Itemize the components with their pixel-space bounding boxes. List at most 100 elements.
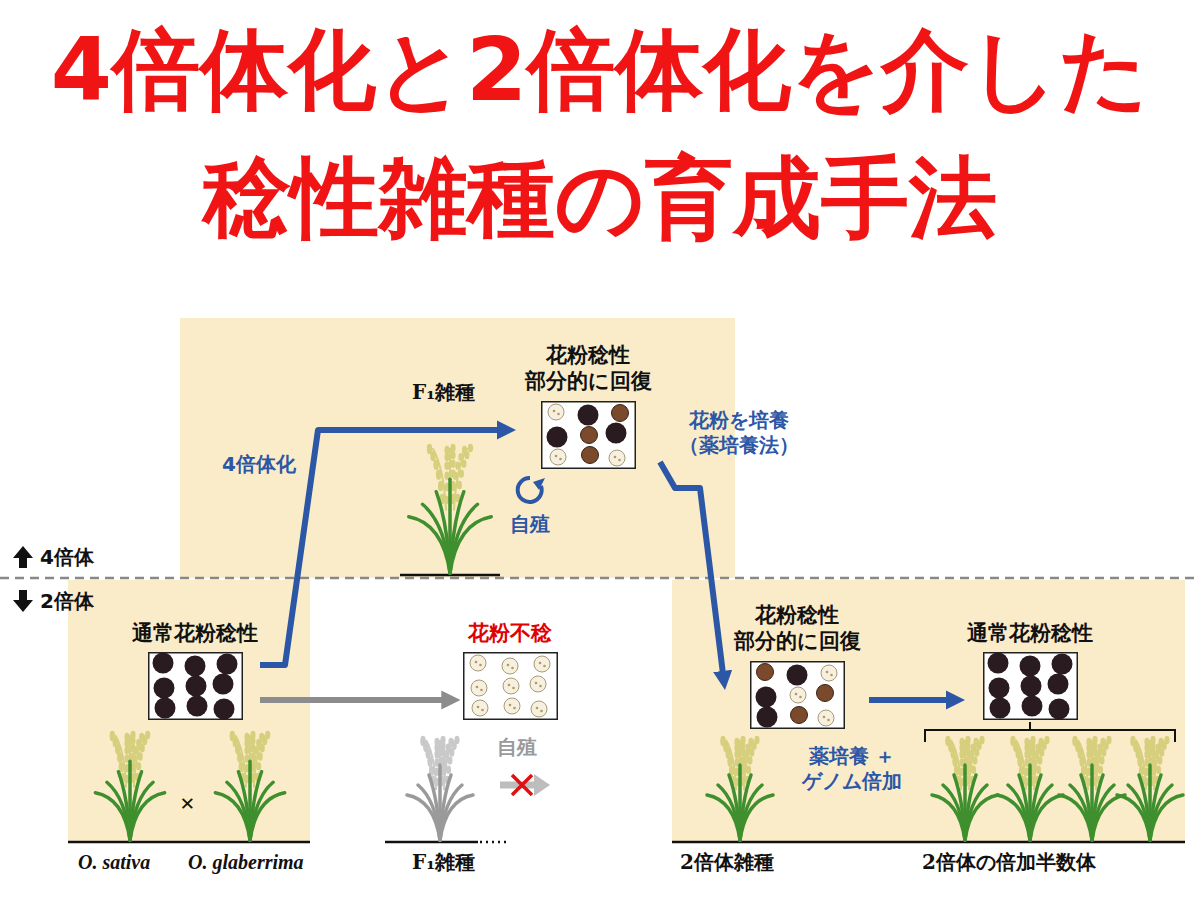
pollen-dot [552,409,555,412]
grain [1106,736,1111,744]
diagram-label: 自殖 [510,512,550,536]
grain [453,471,458,479]
pollen-frame [541,401,635,468]
grain [971,765,976,773]
sterile-pollen [821,665,837,681]
grain [1092,736,1097,744]
grain [952,758,957,766]
grain [134,746,139,754]
grain [430,453,435,461]
grain [436,471,441,479]
fertile-pollen [152,653,173,674]
grain [138,752,143,760]
ground-dots [480,841,508,844]
fertile-pollen [756,706,777,727]
grain [1093,758,1098,766]
grain [468,444,473,452]
grain [966,758,971,766]
node-heading: 花粉不稔 [468,620,552,646]
node-heading: 通常花粉稔性 [132,620,258,646]
grain [747,756,752,764]
pollen-box: 通常花粉稔性 [130,618,260,722]
grain [720,738,725,746]
grain [427,758,432,766]
grain [741,758,746,766]
pollen-dot [506,664,509,667]
pollen-box: 花粉不稔 [461,618,560,722]
grain [434,738,439,746]
grain [1017,758,1022,766]
grain [124,733,129,741]
grain [252,754,257,762]
pollen-dot [830,673,833,676]
grain [132,754,137,762]
pollen-frame [983,653,1077,720]
edge-label: 4倍体化 [214,452,304,477]
pollen-dot [554,454,557,457]
ploidy-divider [0,577,1200,580]
grain [446,765,451,773]
grain [1010,738,1015,746]
edge-label: 花粉を培養 （薬培養法） [666,408,811,458]
grain [1072,738,1077,746]
sterile-pollen [550,449,566,465]
cycle-arrowhead [533,478,545,490]
edge-label: 薬培養 ＋ゲノム倍加 [786,744,918,794]
grain [1130,738,1135,746]
diagram-label: 自殖 [497,735,537,759]
sterile-pollen [502,658,518,674]
flow-arrow [869,697,955,703]
fertile-pollen [1048,699,1069,720]
pollen-frame [750,661,844,728]
fertile-pollen [216,654,237,675]
fertile-pollen [212,674,233,695]
grain [124,746,129,754]
pollen-dot [825,670,828,673]
diagram-label: O. glaberrima [188,850,304,874]
partial-pollen [790,706,807,723]
fertile-pollen [786,664,807,685]
grain [972,756,977,764]
parent-panel [68,580,310,842]
fertile-pollen [755,686,776,707]
pollen-frame [463,653,557,720]
fertile-pollen [988,678,1009,699]
fertile-pollen [153,678,174,699]
grain [1038,738,1043,746]
grain [254,746,259,754]
grain [1086,738,1091,746]
pollen-dot [540,710,543,713]
fertile-pollen [577,404,598,425]
grain [455,461,460,469]
pollen-sample [463,652,558,720]
fertile-pollen [186,696,207,717]
grain [237,754,242,762]
pollen-dot [535,707,538,710]
grain [454,736,459,744]
grain [420,738,425,746]
grain [250,731,255,739]
title: 4倍体化と2倍体化を介した 稔性雑種の育成手法 [0,6,1200,261]
fertile-pollen [1051,654,1072,675]
grain [973,738,978,746]
leaf [965,795,998,840]
fertile-pollen [154,698,175,719]
grain [1098,765,1103,773]
partial-pollen [581,446,598,463]
grain [1037,756,1042,764]
grain [1144,738,1149,746]
leaf [130,793,165,840]
pollen-box: 通常花粉稔性 [965,618,1095,722]
leaf [740,795,773,840]
leaf [250,793,285,840]
leaf [450,504,478,573]
grain [434,461,439,469]
pollen-dot [534,682,537,685]
pollen-box: 花粉稔性 部分的に回復 [725,600,869,731]
grain [459,469,464,477]
grain [746,765,751,773]
grain [1157,756,1162,764]
blocked-arrowhead [534,774,550,796]
grain [979,736,984,744]
